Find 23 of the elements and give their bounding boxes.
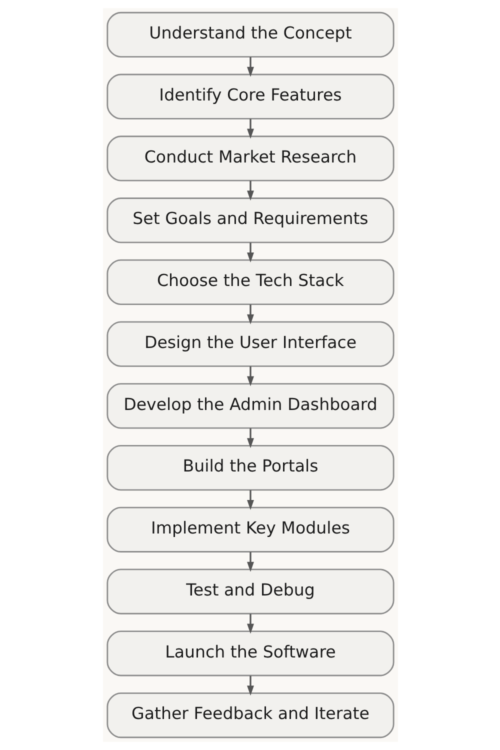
arrow [246, 614, 254, 634]
node-box: Launch the Software [106, 630, 394, 676]
node-box: Understand the Concept [106, 12, 394, 58]
node-box: Develop the Admin Dashboard [106, 383, 394, 429]
arrow [246, 490, 254, 510]
node-box: Identify Core Features [106, 74, 394, 120]
node-box: Conduct Market Research [106, 136, 394, 182]
arrow [246, 552, 254, 572]
arrow [246, 180, 254, 201]
node-box: Set Goals and Requirements [106, 198, 394, 244]
arrow [246, 57, 254, 77]
arrow [246, 366, 254, 386]
arrow [246, 428, 254, 448]
node-box: Build the Portals [106, 445, 394, 491]
node-box: Design the User Interface [106, 321, 394, 367]
node-box: Implement Key Modules [106, 506, 394, 552]
arrow [246, 304, 254, 324]
node-box: Gather Feedback and Iterate [106, 692, 394, 738]
arrow [246, 676, 254, 696]
arrow [246, 242, 254, 262]
node-box: Choose the Tech Stack [106, 259, 394, 305]
node-box: Test and Debug [106, 568, 394, 614]
arrow [246, 118, 254, 139]
